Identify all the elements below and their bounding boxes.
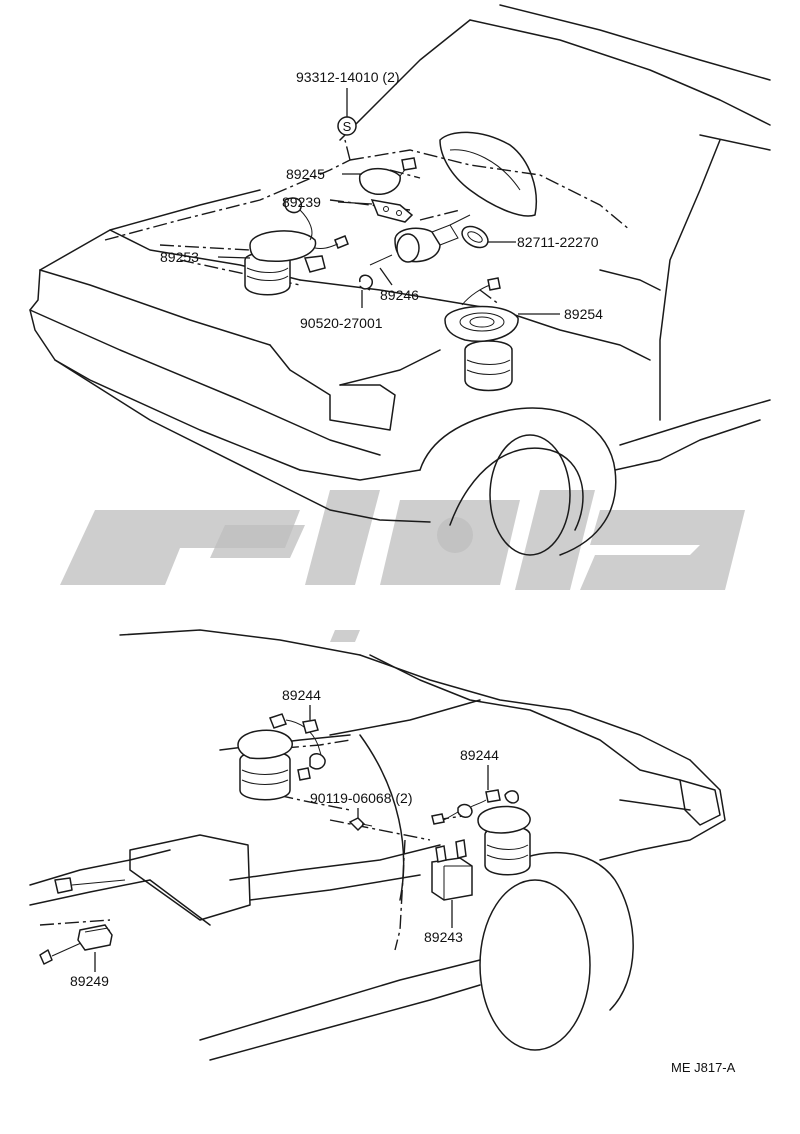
- part-89239-bracket: [370, 199, 414, 223]
- label-89254: 89254: [564, 306, 603, 322]
- part-90520-snap-ring: [359, 274, 373, 290]
- watermark-logo: [60, 490, 745, 642]
- part-89253-height-control-sensor: [244, 197, 349, 296]
- rear-car-body: [29, 629, 726, 1061]
- front-car-body: [29, 4, 771, 556]
- part-89246-steering-sensor: [369, 214, 471, 266]
- label-89249: 89249: [70, 973, 109, 989]
- label-93312-14010: 93312-14010 (2): [296, 69, 400, 85]
- standard-part-mark: S: [337, 116, 357, 136]
- diagram-code: ME J817-A: [671, 1060, 736, 1075]
- label-89246: 89246: [380, 287, 419, 303]
- part-89244-rear-height-sensor-right: [431, 789, 531, 876]
- label-89253: 89253: [160, 249, 199, 265]
- part-89249-sensor: [77, 924, 113, 951]
- part-number-labels: 93312-14010 (2) 89245 89239 89253 82711-…: [70, 69, 736, 1075]
- label-89243: 89243: [424, 929, 463, 945]
- label-89239: 89239: [282, 194, 321, 210]
- label-90119-06068: 90119-06068 (2): [310, 790, 412, 806]
- label-89244-left: 89244: [282, 687, 321, 703]
- part-90119-bolt: [348, 817, 373, 832]
- top-leader-lines: [217, 88, 560, 315]
- standard-part-mark-label: S: [343, 119, 352, 134]
- part-89245-wire-harness: [358, 157, 417, 195]
- label-90520-27001: 90520-27001: [300, 315, 383, 331]
- part-89254-height-control-sensor: [444, 277, 519, 392]
- label-82711-22270: 82711-22270: [517, 234, 599, 250]
- bottom-leader-lines: [94, 705, 489, 972]
- label-89245: 89245: [286, 166, 325, 182]
- label-89244-right: 89244: [460, 747, 499, 763]
- part-89243-control-computer: [431, 839, 473, 901]
- part-89244-rear-height-sensor-left: [237, 713, 326, 801]
- part-82711-clamp: [461, 225, 489, 249]
